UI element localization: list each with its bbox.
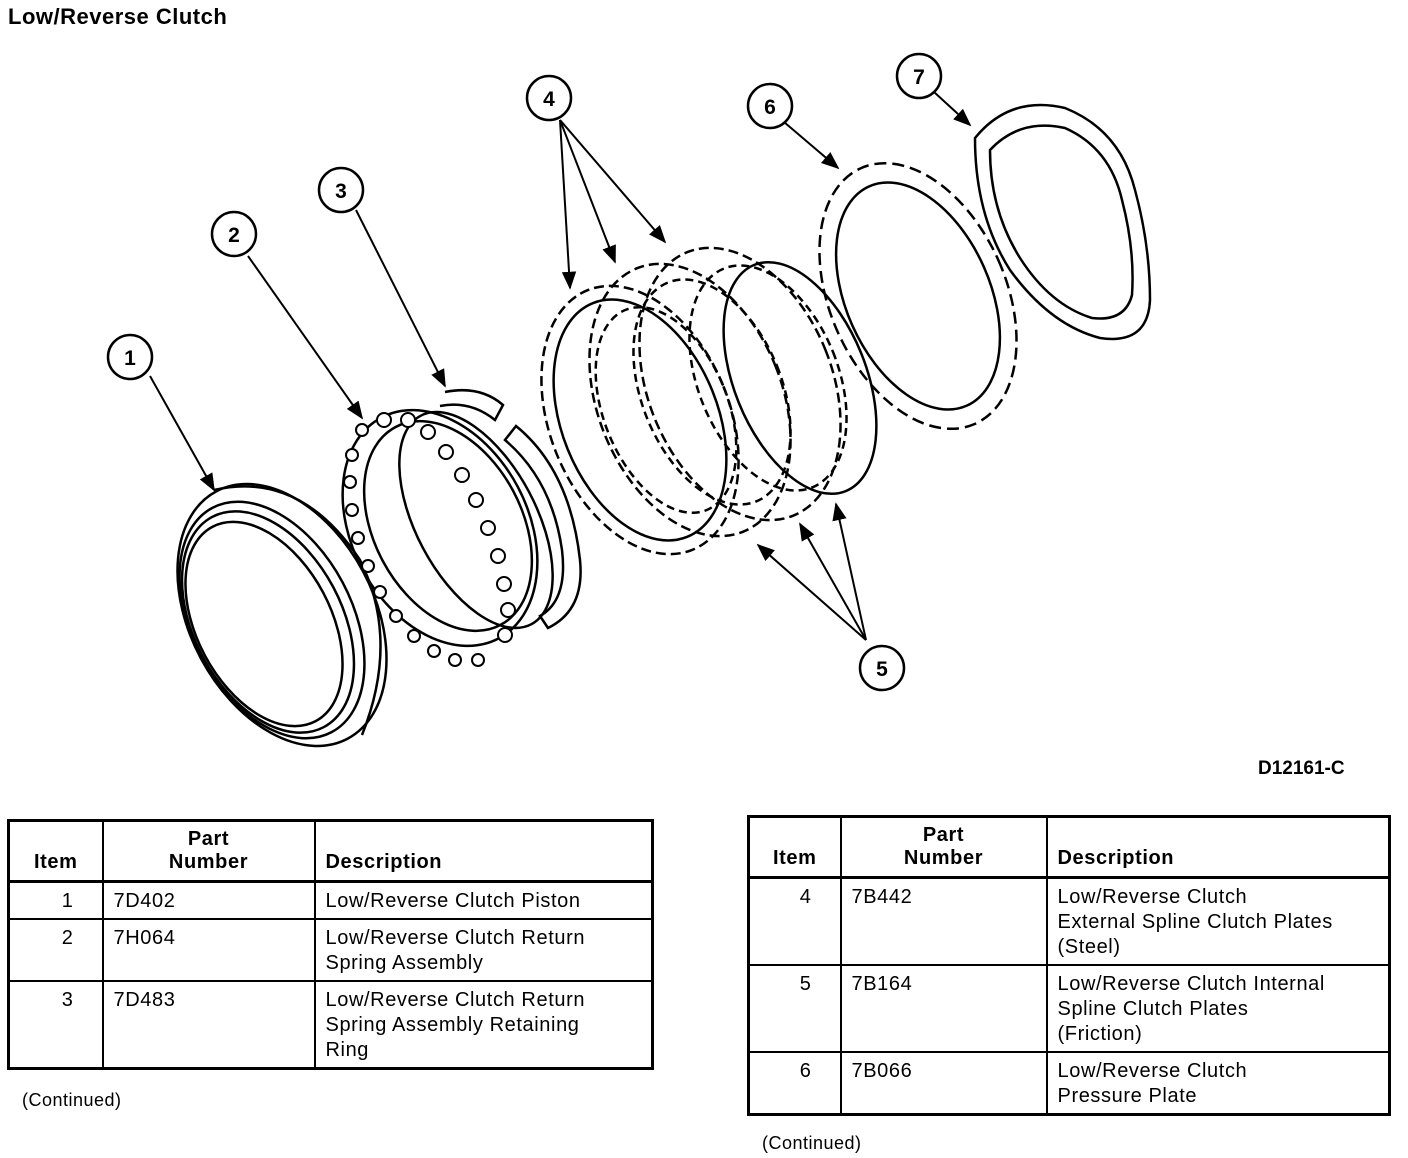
cell-part-number: 7D402 — [101, 881, 316, 920]
cell-item: 5 — [747, 965, 842, 1053]
page-title: Low/Reverse Clutch — [8, 4, 228, 29]
clutch-plate-stack-part — [540, 246, 878, 556]
header-part-number: Part Number — [839, 815, 1048, 879]
cell-description: Low/Reverse Clutch Pressure Plate — [1045, 1052, 1391, 1116]
exploded-view-diagram: 1 2 3 4 5 6 7 — [106, 52, 1152, 748]
callout-5: 5 — [858, 644, 906, 692]
pressure-plate-part — [818, 161, 1018, 431]
cell-description: Low/Reverse Clutch Return Spring Assembl… — [313, 981, 654, 1070]
table-header-row: Item Part Number Description — [747, 815, 1391, 879]
cell-item: 2 — [7, 919, 104, 982]
figure-id: D12161-C — [1258, 758, 1345, 779]
svg-text:2: 2 — [228, 224, 240, 247]
cell-part-number: 7B066 — [839, 1052, 1048, 1116]
cell-part-number: 7D483 — [101, 981, 316, 1070]
cell-item: 3 — [7, 981, 104, 1070]
cell-description: Low/Reverse Clutch External Spline Clutc… — [1045, 877, 1391, 966]
cell-item: 1 — [7, 881, 104, 920]
return-spring-assembly-part — [341, 408, 554, 667]
cell-description: Low/Reverse Clutch Piston — [313, 881, 654, 920]
cell-part-number: 7B164 — [839, 965, 1048, 1053]
cell-part-number: 7B442 — [839, 877, 1048, 966]
continued-note-right: (Continued) — [762, 1133, 862, 1153]
continued-note-left: (Continued) — [22, 1090, 122, 1110]
callout-3: 3 — [317, 166, 365, 214]
svg-text:1: 1 — [124, 347, 136, 370]
header-item: Item — [747, 815, 842, 879]
seal-ring-part — [973, 103, 1152, 341]
cell-part-number: 7H064 — [101, 919, 316, 982]
svg-text:7: 7 — [913, 66, 925, 89]
svg-text:3: 3 — [335, 180, 347, 203]
callout-2: 2 — [210, 210, 258, 258]
header-item: Item — [7, 819, 104, 883]
table-header-row: Item Part Number Description — [7, 819, 654, 883]
callout-1: 1 — [106, 333, 154, 381]
svg-text:5: 5 — [876, 658, 888, 681]
retaining-ring-part — [439, 388, 582, 630]
svg-text:4: 4 — [543, 88, 555, 111]
cell-item: 6 — [747, 1052, 842, 1116]
callout-7: 7 — [895, 52, 943, 100]
callout-6: 6 — [746, 82, 794, 130]
clutch-piston-part — [176, 482, 388, 748]
cell-description: Low/Reverse Clutch Internal Spline Clutc… — [1045, 965, 1391, 1053]
header-description: Description — [313, 819, 654, 883]
callout-4: 4 — [525, 74, 573, 122]
header-description: Description — [1045, 815, 1391, 879]
cell-description: Low/Reverse Clutch Return Spring Assembl… — [313, 919, 654, 982]
svg-text:6: 6 — [764, 96, 776, 119]
leader-arrows — [149, 91, 972, 641]
header-part-number: Part Number — [101, 819, 316, 883]
cell-item: 4 — [747, 877, 842, 966]
